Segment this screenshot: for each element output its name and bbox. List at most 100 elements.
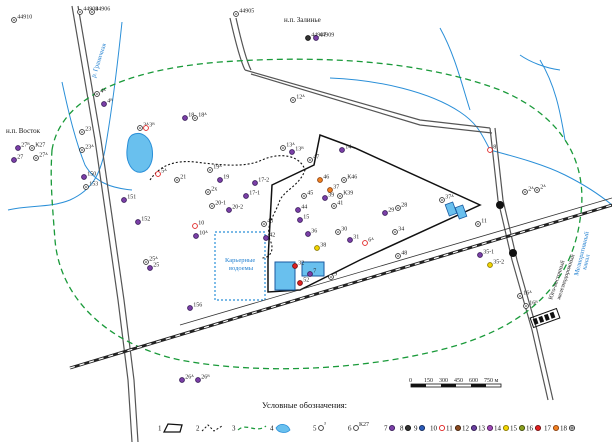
well-label: 18 bbox=[188, 113, 194, 119]
well-label: 13ᴮ bbox=[295, 147, 304, 153]
river-top-right-2 bbox=[439, 27, 471, 111]
well-marker: 6ᴬ bbox=[362, 238, 374, 246]
legend-item: 17 bbox=[544, 425, 560, 433]
well-label: 44907 bbox=[311, 33, 326, 39]
legend-item: 10 bbox=[430, 425, 446, 433]
well-marker: 156 bbox=[187, 303, 202, 311]
river-top-right-3 bbox=[519, 54, 561, 71]
scale-tick: 750 м bbox=[484, 378, 499, 384]
well-marker: 13ᴬ bbox=[280, 143, 295, 151]
well-marker: 29 bbox=[382, 208, 394, 216]
well-marker: 25 bbox=[147, 263, 159, 271]
legend-number: 8 bbox=[400, 425, 404, 433]
well-label: 19ᴬ bbox=[213, 165, 222, 171]
legend-number: 7 bbox=[384, 425, 388, 433]
well-label: 37 bbox=[333, 185, 339, 191]
legend-number: 1 bbox=[158, 425, 162, 433]
well-label: 45 bbox=[307, 191, 313, 197]
legend-number: 11 bbox=[446, 425, 453, 433]
legend-sample-label: К27 bbox=[359, 422, 369, 428]
well-marker: 7 bbox=[307, 269, 316, 277]
well-marker: 35-1 bbox=[477, 250, 494, 258]
quarry-lake bbox=[126, 133, 153, 173]
well-label: 39 bbox=[328, 193, 334, 199]
legend-number: 4 bbox=[270, 425, 274, 433]
well-marker: 19 bbox=[217, 175, 229, 183]
well-marker: 17-1 bbox=[243, 191, 260, 199]
settlement-label: н.п. Залинье bbox=[284, 16, 321, 24]
well-marker: 42 bbox=[263, 233, 275, 241]
well-marker: 36 bbox=[305, 229, 317, 237]
well-marker: 13ᴮ bbox=[289, 147, 304, 155]
well-marker: 34 bbox=[392, 227, 404, 235]
well-label: 10ᴬ bbox=[199, 231, 208, 237]
legend-item: 4 bbox=[270, 424, 291, 433]
well-marker: 23 bbox=[79, 127, 91, 135]
well-marker: 52 bbox=[297, 278, 309, 286]
well-marker: 41 bbox=[331, 201, 343, 209]
well-marker: 44907 bbox=[305, 33, 326, 41]
well-marker: 3ᴮ bbox=[143, 123, 155, 131]
well-label: 17-2 bbox=[258, 178, 269, 184]
legend-number: 6 bbox=[348, 425, 352, 433]
legend-number: 16 bbox=[526, 425, 534, 433]
well-marker: 46 bbox=[317, 175, 329, 183]
quarry-pond-label: Карьерные bbox=[225, 257, 255, 264]
well-label: 27ᴬ bbox=[39, 153, 48, 159]
well-label: 28 bbox=[401, 203, 407, 209]
well-label: 44910 bbox=[17, 15, 32, 21]
well-label: 9 bbox=[334, 272, 337, 278]
scale-tick: 150 bbox=[424, 378, 433, 384]
legend-number: 14 bbox=[494, 425, 502, 433]
well-marker: 26ᴮ bbox=[195, 375, 210, 383]
well-label: 23ᴬ bbox=[85, 145, 94, 151]
well-label: 150 bbox=[87, 172, 96, 178]
well-label: 42 bbox=[269, 233, 275, 239]
legend-item: 2 bbox=[196, 424, 223, 433]
well-marker: 25ᴬ bbox=[143, 257, 158, 265]
well-marker: 44910 bbox=[11, 15, 32, 23]
scale-tick: 450 bbox=[454, 378, 463, 384]
river-west-branch bbox=[61, 81, 133, 191]
river-top-right bbox=[329, 77, 491, 151]
legend-item: 14 bbox=[494, 425, 510, 433]
well-marker: 16ᴬ bbox=[517, 291, 532, 299]
roads bbox=[71, 5, 554, 442]
well-label: 2ᴬ bbox=[540, 185, 546, 191]
legend-sample-label: ³ bbox=[324, 422, 326, 428]
well-marker: 8 bbox=[487, 145, 496, 153]
well-marker: 27ᴮ bbox=[15, 143, 30, 151]
well-marker: 15 bbox=[297, 215, 309, 223]
well-label: 7 bbox=[313, 269, 316, 275]
protection-zone-boundary bbox=[50, 58, 583, 370]
well-marker: 14 bbox=[339, 145, 351, 153]
well-label: 30 bbox=[341, 227, 347, 233]
legend-item: 16 bbox=[526, 425, 542, 433]
well-label: 2ᴬ bbox=[528, 187, 534, 193]
well-marker: 28 bbox=[395, 203, 407, 211]
well-marker: 150 bbox=[81, 172, 96, 180]
well-label: 12ᴬ bbox=[296, 95, 305, 101]
well-marker: 44906 bbox=[89, 7, 110, 15]
legend-item: 15 bbox=[510, 425, 526, 433]
well-marker: 153 bbox=[83, 182, 98, 190]
well-marker: 152 bbox=[135, 217, 150, 225]
well-label: 16ᴮ bbox=[529, 301, 538, 307]
well-label: 44909 bbox=[319, 33, 334, 39]
well-marker: 45 bbox=[301, 191, 313, 199]
legend-title: Условные обозначения: bbox=[262, 400, 347, 410]
well-label: 34 bbox=[398, 227, 404, 233]
scale-tick: 0 bbox=[409, 378, 412, 384]
wells-layer: 4491044908449064490544907449094ᴬ4ᴮ2323ᴬ2… bbox=[11, 7, 546, 383]
river-label: р. Граничная bbox=[90, 43, 108, 79]
well-label: 32 bbox=[298, 261, 304, 267]
well-label: 35-2 bbox=[493, 260, 504, 266]
station-icon bbox=[529, 307, 561, 329]
well-label: 21 bbox=[180, 175, 186, 181]
well-marker: 44905 bbox=[233, 9, 254, 17]
well-marker: 9 bbox=[328, 272, 337, 280]
well-label: 3ᴮ bbox=[149, 123, 155, 129]
settlement-label: н.п. Восток bbox=[6, 127, 41, 135]
